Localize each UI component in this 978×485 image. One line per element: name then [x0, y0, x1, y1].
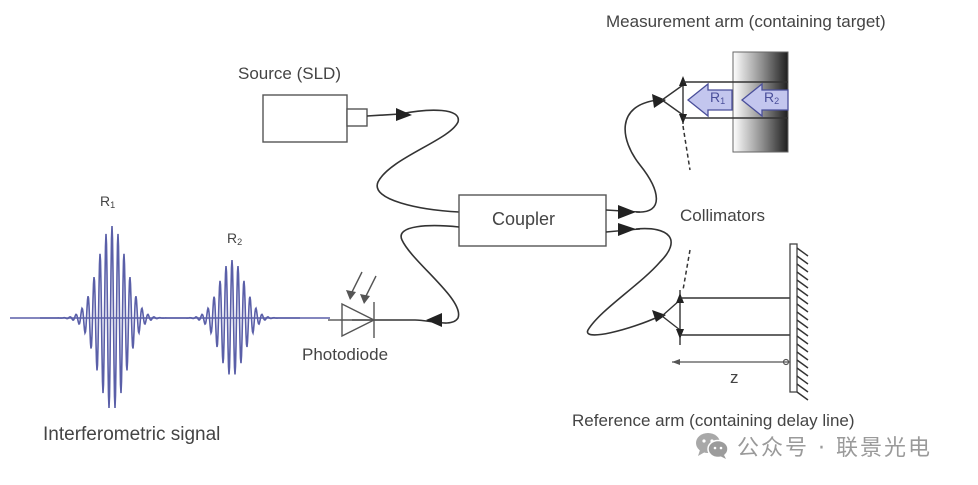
r1-arrow-subscript: 1	[720, 96, 726, 106]
coupler-label: Coupler	[492, 209, 556, 229]
mirror-hatch-line	[796, 311, 809, 321]
mirror-hatch-line	[796, 303, 809, 313]
mirror-hatch-line	[796, 367, 809, 377]
fiber-reference-arm	[586, 227, 672, 336]
interferometric-signal-label: Interferometric signal	[43, 424, 221, 445]
signal-peak-r2-label: R2	[227, 230, 242, 247]
arrow-to-photodiode	[426, 313, 442, 327]
interferometric-signal-waveform	[10, 225, 330, 409]
r2-subscript: 2	[237, 237, 243, 247]
mirror-hatch-line	[796, 335, 809, 345]
photodiode-label: Photodiode	[302, 345, 389, 364]
arrow-coupler-out-measurement	[618, 205, 636, 219]
source-box	[262, 94, 348, 143]
reflection-r1-label: R1	[710, 89, 725, 106]
mirror-hatch-line	[796, 327, 809, 337]
photodiode-symbol	[328, 271, 378, 338]
mirror-hatch-line	[796, 295, 809, 305]
reflection-r2-label: R2	[764, 89, 779, 106]
reference-mirror	[789, 243, 809, 401]
reflection-arrow-r1	[686, 82, 733, 118]
mirror-hatch-line	[796, 391, 809, 401]
mirror-hatch-line	[796, 375, 809, 385]
fiber-source-coupler	[366, 109, 460, 213]
mirror-hatch-line	[796, 383, 809, 393]
mirror-hatch-line	[796, 287, 809, 297]
coupler-box	[458, 194, 607, 247]
source-sld	[262, 94, 368, 143]
delay-distance-label: z	[730, 368, 739, 387]
mirror-hatch-line	[796, 255, 809, 265]
arrow-source-out	[396, 108, 412, 121]
mirror-hatch-line	[796, 279, 809, 289]
mirror-hatch-line	[796, 351, 809, 361]
mirror-hatch-line	[796, 319, 809, 329]
collimators-label: Collimators	[680, 206, 766, 225]
reference-arm-label: Reference arm (containing delay line)	[572, 411, 855, 430]
wechat-icon	[695, 432, 729, 460]
signal-wave	[40, 225, 300, 409]
reflection-arrow-r2	[740, 82, 789, 118]
mirror-hatch-line	[796, 263, 809, 273]
source-label: Source (SLD)	[238, 64, 341, 83]
watermark-text: 公众号 · 联景光电	[737, 436, 932, 461]
arrow-coupler-out-reference	[618, 223, 636, 236]
fiber-coupler-photodiode	[352, 224, 460, 324]
mirror-hatch-line	[796, 247, 809, 257]
watermark: 公众号 · 联景光电	[695, 430, 932, 462]
mirror-hatch-line	[796, 343, 809, 353]
r2-arrow-letter: R	[764, 89, 775, 105]
source-port	[346, 108, 368, 127]
collimator-pointers	[682, 125, 691, 291]
fiber-measurement-arm	[624, 99, 659, 213]
measurement-collimator	[661, 76, 687, 124]
signal-peak-r1-label: R1	[100, 193, 115, 210]
r2-letter: R	[227, 230, 238, 246]
mirror-hatch-line	[796, 271, 809, 281]
measurement-arm-label: Measurement arm (containing target)	[606, 12, 886, 31]
r1-arrow-letter: R	[710, 89, 721, 105]
mirror-hatch-line	[796, 359, 809, 369]
r1-letter: R	[100, 193, 111, 209]
delay-distance-arrow	[672, 358, 790, 366]
r2-arrow-subscript: 2	[774, 96, 780, 106]
r1-subscript: 1	[110, 200, 116, 210]
